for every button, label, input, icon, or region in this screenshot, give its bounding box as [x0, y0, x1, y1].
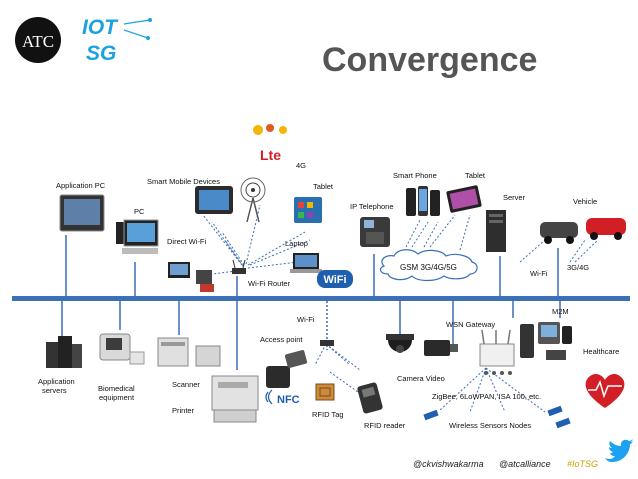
nfc-label: NFC [265, 389, 300, 406]
cell-tower-icon [240, 177, 266, 223]
label-smart-mobile-devices: Smart Mobile Devices [147, 177, 220, 186]
gsm-cloud: GSM 3G/4G/5G [379, 249, 478, 282]
access-point-icon [320, 340, 334, 346]
label-wifi-right: Wi-Fi [530, 269, 548, 278]
laptop-icon [290, 253, 322, 273]
twitter-bird-icon [605, 439, 633, 462]
pc-icon [116, 219, 159, 254]
label-direct-wifi: Direct Wi-Fi [167, 237, 206, 246]
label-printer: Printer [172, 406, 195, 415]
scanner-icon [157, 337, 221, 367]
svg-text:SG: SG [86, 42, 116, 65]
wsn-gateway-icon [479, 329, 515, 375]
server-icon [486, 210, 506, 252]
footer-hashtag: #IoTSG [567, 459, 598, 469]
sensor-node-icons [423, 405, 571, 429]
wifi-logo-badge: WiFi [317, 270, 353, 288]
label-ip-telephone: IP Telephone [350, 202, 394, 211]
wireless-links [202, 204, 599, 413]
healthcare-heart-icon [585, 373, 625, 408]
label-wifi-router: Wi-Fi Router [248, 279, 291, 288]
label-camera-video: Camera Video [397, 374, 445, 383]
label-zigbee: ZigBee, 6LoWPAN, ISA 100, etc. [432, 392, 541, 401]
dome-camera-icon [386, 334, 414, 353]
label-application-pc: Application PC [56, 181, 106, 190]
label-gsm: GSM 3G/4G/5G [400, 263, 457, 272]
rfid-tag-icon [315, 383, 335, 401]
label-m2m: M2M [552, 307, 569, 316]
label-wifi-bottom: Wi-Fi [297, 315, 315, 324]
smart-phones-icon [406, 186, 440, 216]
smart-mobile-device-icon [195, 186, 233, 214]
tablet-icon [446, 185, 482, 213]
label-laptop: Laptop [285, 239, 308, 248]
lte-text: Lte [260, 147, 281, 163]
nfc-devices-icon [266, 350, 308, 388]
top-connectors [65, 235, 559, 296]
label-rfid-reader: RFID reader [364, 421, 406, 430]
label-vehicle: Vehicle [573, 197, 597, 206]
network-bus [12, 296, 630, 301]
label-server: Server [503, 193, 526, 202]
m2m-devices-icon [520, 322, 572, 360]
label-3g-4g: 3G/4G [567, 263, 589, 272]
label-nfc: NFC [277, 394, 300, 406]
lte-badge: Lte [253, 124, 287, 163]
vehicle-icon [540, 218, 626, 244]
ip-telephone-icon [360, 217, 390, 247]
label-wsn-gateway: WSN Gateway [446, 320, 495, 329]
label-tablet-right: Tablet [465, 171, 486, 180]
label-scanner: Scanner [172, 380, 200, 389]
label-tablet-top: Tablet [313, 182, 334, 191]
footer-handle-2: @atcalliance [499, 459, 551, 469]
wifi-router-icon [232, 259, 246, 274]
footer-handle-1: @ckvishwakarma [413, 459, 484, 469]
label-4g: 4G [296, 161, 306, 170]
label-wireless-sensors: Wireless Sensors Nodes [449, 421, 531, 430]
application-pc-icon [59, 194, 105, 232]
label-biomedical-1: Biomedical [98, 384, 135, 393]
application-servers-icon [46, 336, 82, 368]
label-biomedical-2: equipment [99, 393, 135, 402]
atc-logo-text: ATC [22, 32, 54, 51]
label-rfid-tag: RFID Tag [312, 410, 344, 419]
label-application-servers-1: Application [38, 377, 75, 386]
label-healthcare: Healthcare [583, 347, 619, 356]
label-pc: PC [134, 207, 145, 216]
iotsg-logo: IOT SG [82, 16, 152, 65]
svg-text:IOT: IOT [82, 16, 119, 39]
video-camera-icon [424, 340, 458, 356]
label-access-point: Access point [260, 335, 303, 344]
printer-icon [211, 375, 259, 423]
biomedical-equipment-icon [99, 333, 145, 365]
label-application-servers-2: servers [42, 386, 67, 395]
rfid-reader-icon [357, 382, 383, 414]
direct-wifi-devices-icon [168, 262, 214, 292]
page-title: Convergence [322, 41, 537, 79]
tablet-apps-icon [294, 197, 322, 223]
atc-logo: ATC [15, 17, 61, 63]
label-smart-phone: Smart Phone [393, 171, 437, 180]
wifi-logo-text: WiFi [323, 274, 346, 286]
